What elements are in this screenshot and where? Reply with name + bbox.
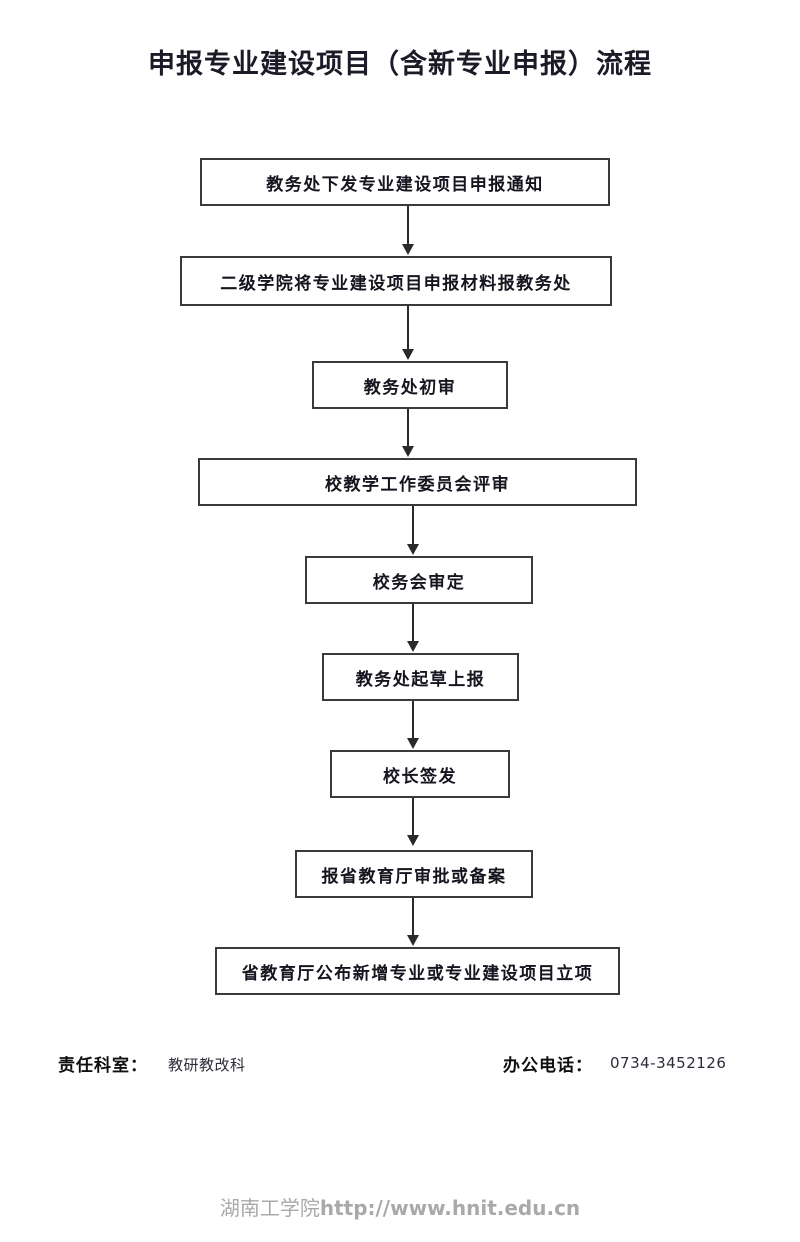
- flow-node-9-label: 省教育厅公布新增专业或专业建设项目立项: [241, 963, 594, 984]
- flow-node-3: 教务处初审: [312, 361, 508, 409]
- flow-connector-6-7: [412, 701, 414, 738]
- flow-node-7-label: 校长签发: [383, 766, 457, 787]
- flow-node-6: 教务处起草上报: [322, 653, 519, 701]
- responsible-office-label: 责任科室：: [58, 1056, 148, 1076]
- flow-node-7: 校长签发: [330, 750, 510, 798]
- flow-node-3-label: 教务处初审: [363, 377, 457, 398]
- flow-connector-1-2: [407, 206, 409, 244]
- flow-node-4: 校教学工作委员会评审: [198, 458, 637, 506]
- watermark-institution: 湖南工学院: [219, 1196, 320, 1220]
- flow-arrowhead-4-5: [407, 544, 419, 555]
- flow-arrowhead-5-6: [407, 641, 419, 652]
- flow-connector-4-5: [412, 506, 414, 544]
- office-phone-value: 0734-3452126: [610, 1054, 727, 1072]
- flow-node-2: 二级学院将专业建设项目申报材料报教务处: [180, 256, 612, 306]
- flow-arrowhead-7-8: [407, 835, 419, 846]
- flow-node-8-label: 报省教育厅审批或备案: [321, 866, 507, 887]
- responsible-office-value: 教研教改科: [168, 1056, 246, 1074]
- flow-arrowhead-1-2: [402, 244, 414, 255]
- flow-connector-8-9: [412, 898, 414, 935]
- flow-node-5-label: 校务会审定: [372, 572, 466, 593]
- flow-connector-3-4: [407, 409, 409, 446]
- flow-arrowhead-6-7: [407, 738, 419, 749]
- watermark: 湖南工学院http://www.hnit.edu.cn: [0, 1192, 800, 1221]
- flow-node-1-label: 教务处下发专业建设项目申报通知: [266, 174, 544, 195]
- flow-node-5: 校务会审定: [305, 556, 533, 604]
- flow-node-1: 教务处下发专业建设项目申报通知: [200, 158, 610, 206]
- flow-node-9: 省教育厅公布新增专业或专业建设项目立项: [215, 947, 620, 995]
- flow-node-8: 报省教育厅审批或备案: [295, 850, 533, 898]
- flow-arrowhead-3-4: [402, 446, 414, 457]
- flow-connector-5-6: [412, 604, 414, 641]
- flow-connector-2-3: [407, 306, 409, 349]
- page-title: 申报专业建设项目（含新专业申报）流程: [148, 49, 652, 80]
- flow-connector-7-8: [412, 798, 414, 835]
- flow-node-4-label: 校教学工作委员会评审: [325, 474, 510, 495]
- flow-arrowhead-2-3: [402, 349, 414, 360]
- office-phone-label: 办公电话：: [503, 1056, 593, 1076]
- flow-node-2-label: 二级学院将专业建设项目申报材料报教务处: [220, 273, 572, 294]
- watermark-url: http://www.hnit.edu.cn: [319, 1196, 581, 1220]
- footer-info: 责任科室： 教研教改科 办公电话： 0734-3452126: [0, 1048, 800, 1078]
- flow-arrowhead-8-9: [407, 935, 419, 946]
- flow-node-6-label: 教务处起草上报: [355, 669, 486, 690]
